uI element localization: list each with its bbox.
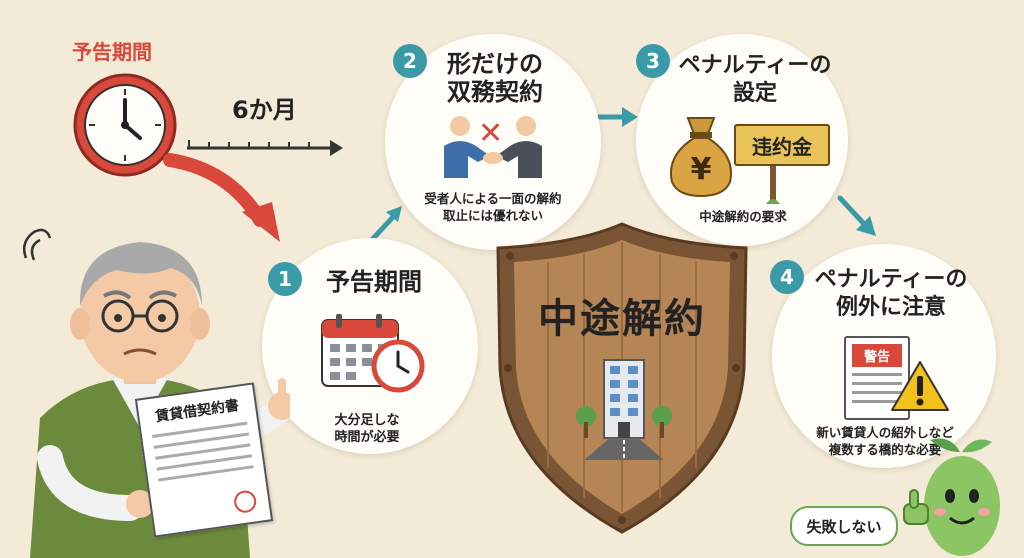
- warning-icon: [890, 360, 950, 412]
- step4-title-line2: 例外に注意: [835, 295, 946, 320]
- step2-title-line1: 形だけの: [447, 50, 543, 78]
- red-arrow-icon: [160, 150, 290, 250]
- sign-post-icon: [766, 148, 780, 204]
- contract-document: 賃貸借契約書: [134, 382, 274, 538]
- penalty-sign-label: 违约金: [752, 134, 812, 159]
- step2-title: 形だけの 双務契約: [430, 50, 560, 106]
- flow-arrow-3-4: [834, 192, 884, 242]
- step4-badge: 4: [770, 260, 804, 294]
- mascot-speech-bubble: 失敗しない: [790, 506, 898, 546]
- step1-title: 予告期間: [326, 268, 422, 296]
- money-bag-icon: [666, 112, 736, 198]
- calendar-icon: [318, 312, 428, 394]
- notice-period-label: 予告期間: [72, 40, 152, 64]
- timeline-icon: [185, 126, 345, 166]
- building-icon: [568, 352, 678, 462]
- step2-desc-line1: 受者人による一面の解約: [424, 191, 562, 206]
- mascot-illustration: [900, 432, 1010, 558]
- handshake-icon: [438, 112, 548, 178]
- x-mark-icon: ✕: [478, 116, 504, 151]
- seal-icon: [232, 489, 258, 515]
- step1-desc-line2: 時間が必要: [334, 430, 400, 445]
- step3-badge: 3: [636, 44, 670, 78]
- step4-desc-line2: 複数する橋的な必要: [828, 442, 942, 457]
- step4-description: 新い賃貸人の紹外しなど 複数する橋的な必要: [800, 424, 970, 458]
- step1-badge: 1: [268, 262, 302, 296]
- step3-title-line2: 設定: [732, 81, 777, 106]
- yen-symbol: ¥: [690, 152, 712, 187]
- step2-desc-line2: 取止には優れない: [442, 208, 543, 223]
- worried-lines-icon: [16, 218, 66, 268]
- step1-description: 大分足しな 時間が必要: [322, 412, 412, 446]
- step2-title-line2: 双務契約: [447, 78, 543, 106]
- step3-title: ペナルティーの 設定: [670, 52, 840, 108]
- mascot-speech: 失敗しない: [806, 517, 882, 536]
- step4-title-line1: ペナルティーの: [814, 267, 968, 292]
- clock-icon: [70, 70, 180, 180]
- document-label: 警告: [852, 344, 902, 367]
- step3-title-line1: ペナルティーの: [678, 53, 832, 78]
- step2-description: 受者人による一面の解約 取止には優れない: [400, 190, 586, 224]
- step3-description: 中途解約の要求: [699, 209, 787, 224]
- step4-desc-line1: 新い賃貸人の紹外しなど: [816, 425, 954, 440]
- shield-title: 中途解約: [538, 296, 706, 342]
- penalty-sign: 违约金: [734, 124, 830, 166]
- step4-title: ペナルティーの 例外に注意: [806, 266, 976, 322]
- duration-label: 6か月: [232, 96, 297, 124]
- flow-arrow-2-3: [596, 102, 640, 132]
- step1-desc-line1: 大分足しな: [334, 413, 400, 428]
- step2-badge: 2: [393, 44, 427, 78]
- thumbs-up-icon: [898, 488, 934, 528]
